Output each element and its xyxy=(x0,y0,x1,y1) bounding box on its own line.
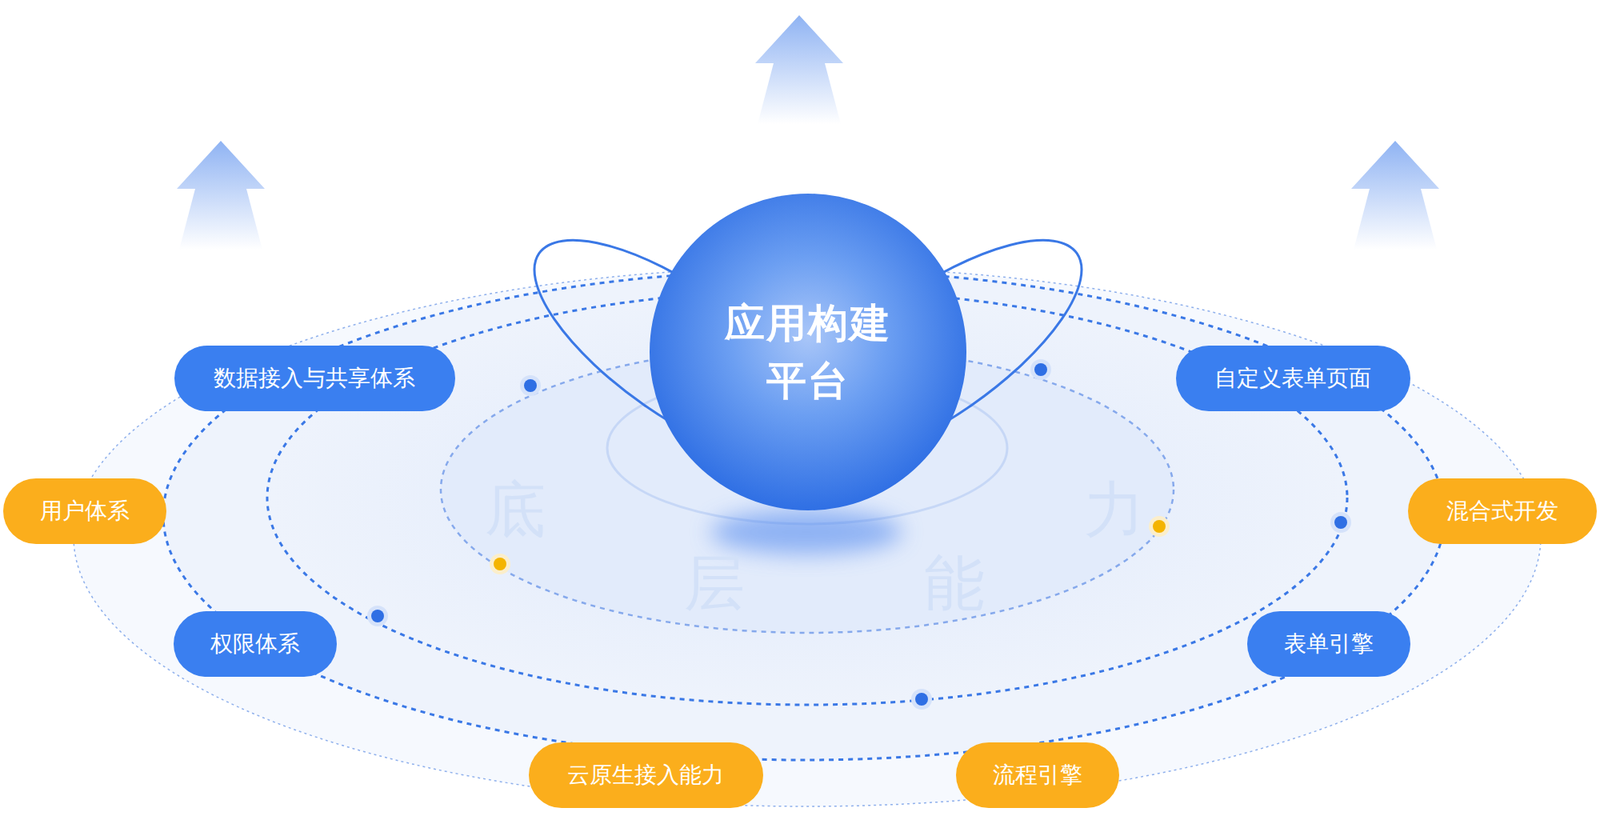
capability-pill: 自定义表单页面 xyxy=(1176,345,1411,412)
node-text: 云原生接入能力 xyxy=(567,760,724,791)
watermark-char: 层 xyxy=(684,543,745,626)
capability-pill: 权限体系 xyxy=(173,611,337,677)
core-sphere: 应用构建 平台 xyxy=(649,193,967,511)
node-text: 混合式开发 xyxy=(1446,496,1559,527)
feature-pill: 用户体系 xyxy=(3,478,167,544)
node-text: 表单引擎 xyxy=(1284,628,1374,660)
sphere-shape xyxy=(649,193,967,511)
node-text: 流程引擎 xyxy=(992,760,1083,791)
watermark-char: 能 xyxy=(924,543,985,626)
node-text: 自定义表单页面 xyxy=(1214,363,1372,394)
feature-pill: 云原生接入能力 xyxy=(528,742,764,808)
watermark-char: 力 xyxy=(1084,469,1145,552)
feature-pill: 混合式开发 xyxy=(1408,478,1597,544)
node-text: 用户体系 xyxy=(40,496,130,527)
node-text: 权限体系 xyxy=(210,628,300,660)
capability-pill: 数据接入与共享体系 xyxy=(174,345,456,412)
node-text: 数据接入与共享体系 xyxy=(213,363,416,394)
middle-ring xyxy=(163,270,1445,760)
watermark-char: 底 xyxy=(484,469,546,552)
feature-pill: 流程引擎 xyxy=(956,742,1120,808)
node-text: 应用构建 平台 xyxy=(716,294,900,411)
capability-pill: 表单引擎 xyxy=(1247,611,1411,677)
